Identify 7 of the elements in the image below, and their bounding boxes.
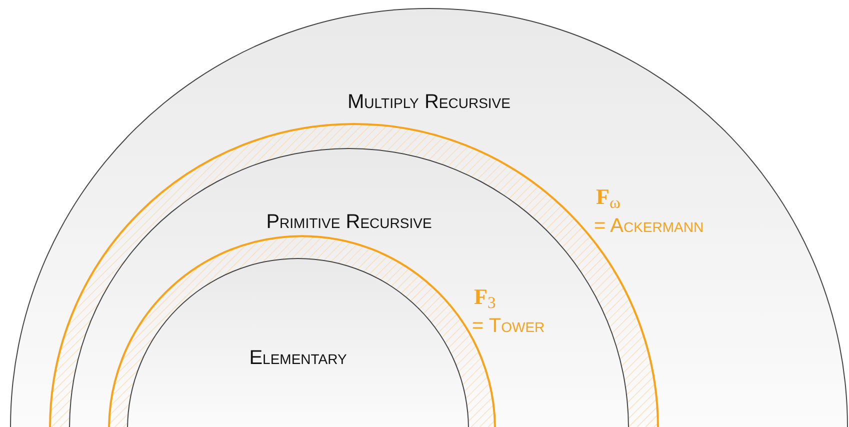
annotation-label: = Ackermann <box>594 216 704 236</box>
region-title: Multiply Recursive <box>348 90 510 115</box>
annotation-label: = Tower <box>472 316 545 336</box>
annotation-label: F$_{3}$ <box>474 286 496 308</box>
region-title: Elementary <box>249 346 347 371</box>
region-title: Primitive Recursive <box>266 210 432 235</box>
annotation-label: F$_{ω}$ <box>596 186 620 208</box>
